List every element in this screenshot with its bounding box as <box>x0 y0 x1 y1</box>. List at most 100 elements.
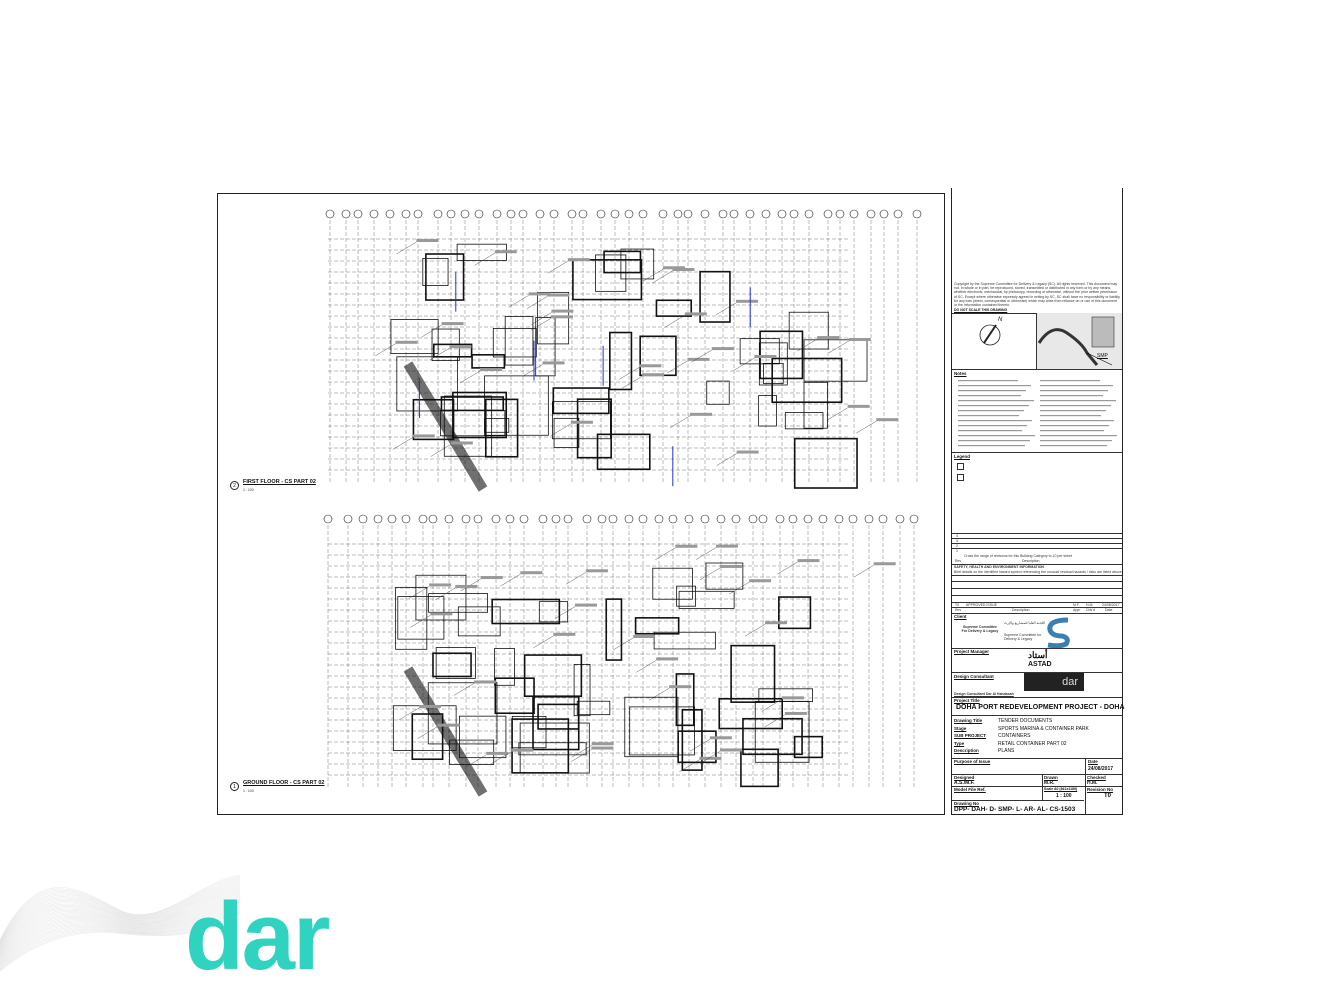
grid-bubble <box>323 514 333 524</box>
title-block: Copyright by the Supreme Committee for D… <box>951 188 1125 815</box>
grid-bubble <box>518 209 528 219</box>
annotation-text <box>591 742 614 746</box>
notes-text-line <box>958 445 1025 447</box>
grid-bubble <box>519 514 529 524</box>
info-label: Description <box>954 748 979 753</box>
wall-outline <box>484 375 549 436</box>
wave-line <box>0 885 241 949</box>
grid-bubble <box>578 209 588 219</box>
wave-line <box>0 876 241 942</box>
designed-label: Designed <box>954 775 975 780</box>
legend-symbol <box>957 463 964 470</box>
safety-text: Brief details on the identified hazard s… <box>954 570 1122 574</box>
annotation-leader <box>474 253 495 266</box>
grid-bubble <box>369 209 379 219</box>
annotation-text <box>480 576 503 580</box>
notes-text-line <box>1040 430 1104 432</box>
notes-text-line <box>1040 380 1100 382</box>
wave-line <box>0 902 241 963</box>
annotation-text <box>715 544 738 548</box>
wave-line <box>0 880 241 945</box>
wave-line <box>0 892 241 955</box>
grid-bubble <box>879 209 889 219</box>
annotation-leader <box>571 749 592 762</box>
north-label: N <box>998 317 1003 323</box>
date-value: 24/08/2017 <box>1088 766 1114 772</box>
annotation-text <box>817 336 840 340</box>
wave-line <box>0 891 241 954</box>
annotation-leader <box>699 751 721 764</box>
annotation-leader <box>547 260 568 274</box>
grid-bubble <box>654 514 664 524</box>
notes-text-line <box>1040 425 1109 427</box>
key-plan-image <box>1037 316 1115 366</box>
wave-line <box>0 893 241 956</box>
date-label: Date <box>1088 759 1098 764</box>
grid-bubble <box>461 514 471 524</box>
annotation-text <box>591 746 614 750</box>
annotation-text <box>656 657 679 661</box>
approved-by: M.F. <box>1073 603 1080 607</box>
notes-text-line <box>958 425 1027 427</box>
notes-text-line <box>1040 385 1113 387</box>
wave-line <box>0 882 241 947</box>
grid-bubble <box>638 209 648 219</box>
annotation-text <box>520 571 543 575</box>
wall-outline <box>396 356 458 412</box>
annotation-text <box>848 337 871 341</box>
annotation-text <box>511 748 534 752</box>
info-label: Drawing Title <box>954 718 983 723</box>
wall-outline <box>491 598 561 625</box>
approval-header-rev: Rev <box>955 608 962 612</box>
wall-outline <box>511 718 570 774</box>
annotation-leader <box>761 699 783 712</box>
annotation-leader <box>669 415 691 429</box>
grid-bubble <box>834 514 844 524</box>
annotation-text <box>749 579 772 583</box>
do-not-scale: DO NOT SCALE THIS DRAWING <box>954 308 1008 312</box>
annotation-leader <box>571 745 592 758</box>
floor-plans-drawing <box>323 209 922 797</box>
annotation-leader <box>642 269 664 282</box>
annotation-leader <box>409 586 430 599</box>
designed-value: A.S./M.F. <box>954 780 975 786</box>
copyright-text: Copyright by the Supreme Committee for D… <box>954 282 1120 307</box>
annotation-leader <box>828 340 849 354</box>
grid-bubble <box>909 514 919 524</box>
grid-bubble <box>803 514 813 524</box>
revision-row: 4 <box>952 533 1122 538</box>
annotation-leader <box>421 324 442 338</box>
notes-text-line <box>958 390 1026 392</box>
wave-line <box>0 887 241 951</box>
wall-outline <box>484 398 519 458</box>
grid-bubble <box>506 209 516 219</box>
grid-bubble <box>748 514 758 524</box>
wave-line <box>0 879 241 945</box>
annotation-text <box>455 584 478 588</box>
annotation-leader <box>375 343 396 356</box>
annotation-text <box>711 347 734 351</box>
wall-outline <box>639 335 677 377</box>
notes-text-line <box>1040 395 1103 397</box>
wall-outline <box>435 647 476 679</box>
revision-row-number: 4 <box>956 534 958 538</box>
annotation-text <box>551 309 574 313</box>
notes-text-line <box>1040 410 1106 412</box>
wave-line <box>0 875 241 941</box>
notes-text-line <box>958 405 1029 407</box>
wall-outline <box>771 357 843 404</box>
legend-symbol <box>957 474 964 481</box>
annotation-text <box>480 368 503 372</box>
wall-outline <box>634 617 680 635</box>
wave-line <box>0 910 241 970</box>
annotation-leader <box>613 637 634 651</box>
annotation-leader <box>636 660 657 673</box>
wave-line <box>0 896 241 958</box>
scale-value: 1 : 100 <box>1056 793 1072 799</box>
wave-line <box>0 888 241 952</box>
revision-label: Revision No <box>1087 787 1114 792</box>
grid-bubble <box>551 514 561 524</box>
annotation-text <box>395 340 418 344</box>
annotation-text <box>441 322 464 326</box>
approval-header-checked: Chk'd <box>1086 608 1095 612</box>
